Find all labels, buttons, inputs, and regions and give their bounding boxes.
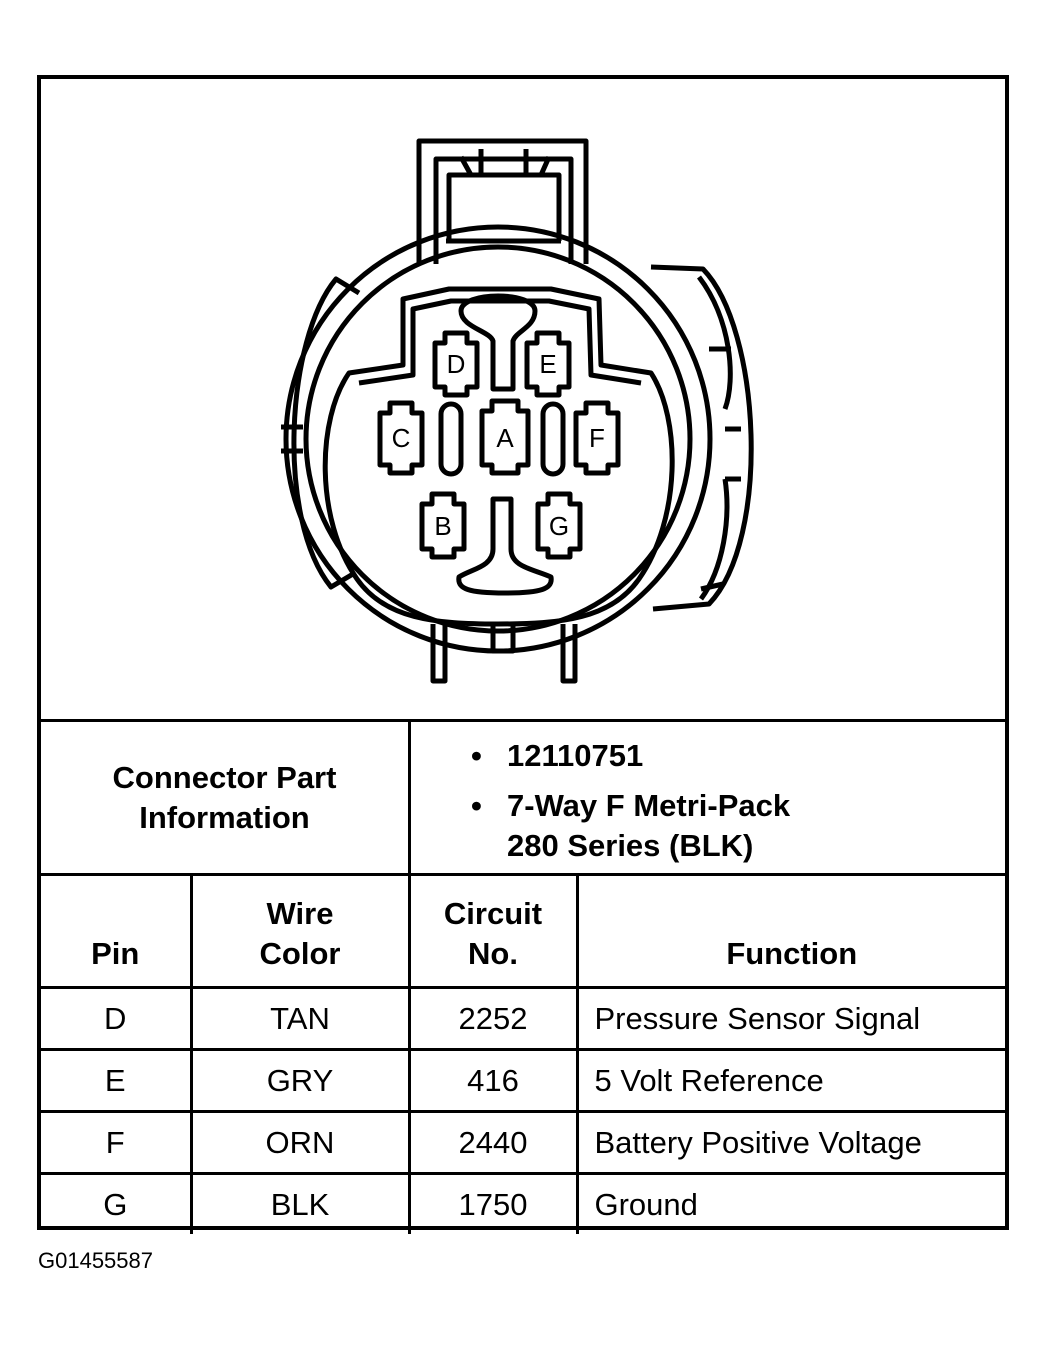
pin-cavity-e [524,330,572,398]
pin-cavity-a [479,398,531,476]
bottom-rib [456,496,554,596]
cell-circuit-no: 1750 [407,1172,579,1234]
part-number: 12110751 [507,738,644,773]
diagram-frame: A B C D E F G Connector Part Information… [37,75,1009,1234]
cell-circuit-no: 2252 [407,986,579,1051]
latch-housing [416,138,589,264]
header-function: Function [575,876,1005,989]
cell-wire-color: GRY [189,1048,411,1113]
pin-table: Pin Wire Color Circuit No. Function D TA… [41,876,1005,1234]
pin-cavity-f [573,400,621,476]
cell-circuit-no: 2440 [407,1110,579,1175]
pin-cavity-c [377,400,425,476]
cell-function: 5 Volt Reference [575,1048,1005,1113]
table-row: F ORN 2440 Battery Positive Voltage [41,1110,1005,1175]
header-pin: Pin [41,876,193,989]
connector-face-drawing: A B C D E F G [281,138,754,684]
connector-type: 7-Way F Metri-Pack 280 Series (BLK) [507,788,791,863]
table-row: D TAN 2252 Pressure Sensor Signal [41,986,1005,1051]
cell-pin: G [41,1172,193,1234]
cell-function: Battery Positive Voltage [575,1110,1005,1175]
center-rib [458,293,538,392]
table-row: E GRY 416 5 Volt Reference [41,1048,1005,1113]
pin-cavity-b [419,491,467,560]
cell-pin: D [41,986,193,1051]
pin-cavity-g [535,491,583,560]
cell-circuit-no: 416 [407,1048,579,1113]
header-circuit-no: Circuit No. [407,876,579,989]
bullet-2: • [471,788,482,823]
info-label: Connector Part Information [41,722,411,873]
figure-id: G01455587 [38,1248,153,1273]
pin-label-f: F [589,423,605,453]
pin-label-g: G [549,511,569,541]
cell-function: Pressure Sensor Signal [575,986,1005,1051]
cell-pin: F [41,1110,193,1175]
pin-label-d: D [447,349,466,379]
header-wire-color: Wire Color [189,876,411,989]
pin-label-a: A [496,423,514,453]
table-header-row: Pin Wire Color Circuit No. Function [41,876,1005,989]
bullet-1: • [471,738,482,773]
cell-wire-color: BLK [189,1172,411,1234]
pin-label-c: C [392,423,411,453]
cell-wire-color: TAN [189,986,411,1051]
cell-wire-color: ORN [189,1110,411,1175]
pin-label-e: E [539,349,556,379]
info-list: • 12110751 • 7-Way F Metri-Pack 280 Seri… [411,722,1005,873]
connector-part-info: Connector Part Information • 12110751 • … [41,719,1005,876]
pin-label-b: B [434,511,451,541]
inner-cavity [322,286,675,627]
cell-pin: E [41,1048,193,1113]
pin-cavity-d [432,330,480,398]
table-row: G BLK 1750 Ground [41,1172,1005,1234]
cell-function: Ground [575,1172,1005,1234]
